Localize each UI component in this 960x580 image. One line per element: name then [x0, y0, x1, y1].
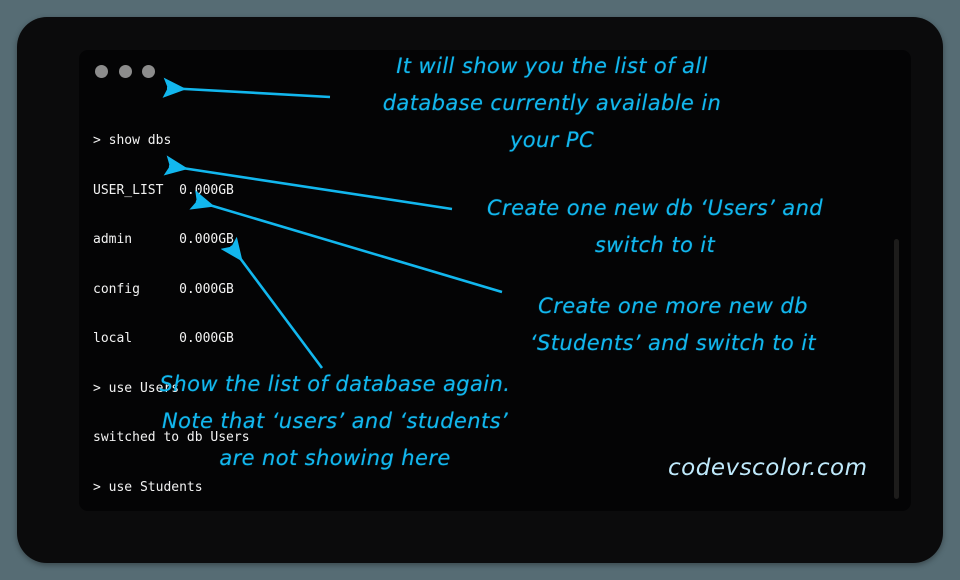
terminal-titlebar[interactable]	[79, 50, 911, 92]
site-watermark: codevscolor.com	[668, 455, 868, 481]
terminal-line: USER_LIST 0.000GB	[93, 182, 234, 198]
terminal-scrollbar[interactable]	[894, 239, 899, 499]
annotation-show-dbs: It will show you the list of all databas…	[382, 54, 722, 152]
close-dot-icon[interactable]	[95, 65, 108, 78]
terminal-line: config 0.000GB	[93, 281, 234, 297]
annotation-use-students: Create one more new db ‘Students’ and sw…	[529, 294, 817, 355]
annotation-show-dbs-again: Show the list of database again. Note th…	[159, 372, 511, 470]
terminal-line: > show dbs	[93, 133, 172, 148]
terminal-line: local 0.000GB	[93, 331, 234, 346]
terminal-line: > use Students	[93, 479, 203, 495]
terminal-line: admin 0.000GB	[93, 232, 234, 247]
maximize-dot-icon[interactable]	[142, 65, 155, 78]
minimize-dot-icon[interactable]	[119, 65, 132, 78]
terminal-line: > use Users	[93, 380, 180, 396]
terminal-line: switched to db Users	[93, 430, 250, 445]
annotation-use-users: Create one new db ‘Users’ and switch to …	[486, 196, 824, 257]
